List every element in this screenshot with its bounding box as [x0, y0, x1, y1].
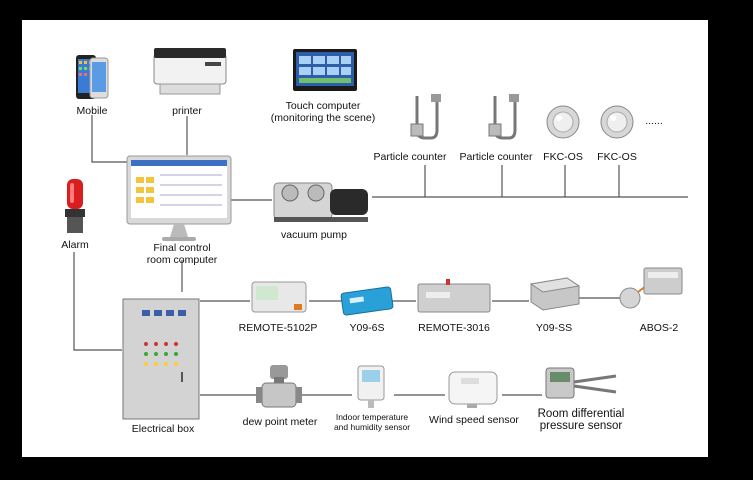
- final-control-label: Final control room computer: [132, 242, 232, 266]
- fkc-os-2-label: FKC-OS: [597, 151, 637, 163]
- final-control-label-line2: room computer: [146, 254, 218, 266]
- temperature-humidity-label-line2: and humidity sensor: [333, 422, 411, 432]
- y09-6s-label: Y09-6S: [349, 322, 385, 334]
- touch-computer-icon: [292, 48, 358, 94]
- final-control-computer-icon: [126, 155, 232, 243]
- dew-point-meter-icon: [256, 363, 302, 415]
- room-differential-pressure-label: Room differential pressure sensor: [528, 408, 634, 432]
- alarm-label: Alarm: [61, 239, 89, 251]
- particle-counter-1-label: Particle counter: [373, 151, 447, 163]
- abos-2-icon: [616, 264, 686, 314]
- particle-counter-2-label: Particle counter: [459, 151, 533, 163]
- electrical-box-label: Electrical box: [131, 423, 195, 435]
- dew-point-meter-label: dew point meter: [242, 416, 318, 428]
- y09-ss-label: Y09-SS: [535, 322, 573, 334]
- vacuum-pump-icon: [272, 175, 372, 225]
- more-devices-ellipsis: ......: [645, 115, 663, 127]
- printer-icon: [150, 44, 230, 100]
- room-differential-pressure-label-line2: pressure sensor: [539, 420, 623, 432]
- remote-3016-icon: [416, 278, 492, 316]
- y09-6s-icon: [340, 282, 394, 318]
- wind-speed-sensor-icon: [445, 366, 501, 408]
- touch-computer-label-line1: Touch computer: [285, 100, 361, 112]
- particle-counter-2-icon: [487, 90, 521, 146]
- fkc-os-1-icon: [545, 104, 581, 140]
- y09-ss-icon: [527, 274, 581, 312]
- vacuum-pump-label: vacuum pump: [281, 229, 347, 241]
- connection-lines: [73, 115, 688, 396]
- alarm-light-icon: [62, 177, 88, 237]
- printer-label: printer: [172, 105, 202, 117]
- diagram-canvas: Mobile printer Touch computer (monitorin…: [22, 20, 708, 457]
- room-differential-pressure-label-line1: Room differential: [537, 408, 625, 420]
- electrical-box-icon: [122, 298, 200, 420]
- touch-computer-label-line2: (monitoring the scene): [270, 112, 376, 124]
- mobile-label: Mobile: [76, 105, 108, 117]
- fkc-os-2-icon: [599, 104, 635, 140]
- temperature-humidity-sensor-icon: [354, 364, 388, 408]
- room-differential-pressure-sensor-icon: [542, 362, 622, 404]
- remote-5102p-icon: [250, 278, 308, 316]
- temperature-humidity-label-line1: Indoor temperature: [335, 412, 409, 422]
- abos-2-label: ABOS-2: [639, 322, 679, 334]
- temperature-humidity-label: Indoor temperature and humidity sensor: [328, 412, 416, 432]
- remote-3016-label: REMOTE-3016: [418, 322, 490, 334]
- particle-counter-1-icon: [409, 90, 443, 146]
- wind-speed-label: Wind speed sensor: [429, 414, 519, 426]
- mobile-phone-icon: [74, 54, 110, 102]
- touch-computer-label: Touch computer (monitoring the scene): [258, 100, 388, 124]
- fkc-os-1-label: FKC-OS: [543, 151, 583, 163]
- remote-5102p-label: REMOTE-5102P: [238, 322, 318, 334]
- wire-alarm-box: [73, 252, 122, 351]
- final-control-label-line1: Final control: [153, 242, 211, 254]
